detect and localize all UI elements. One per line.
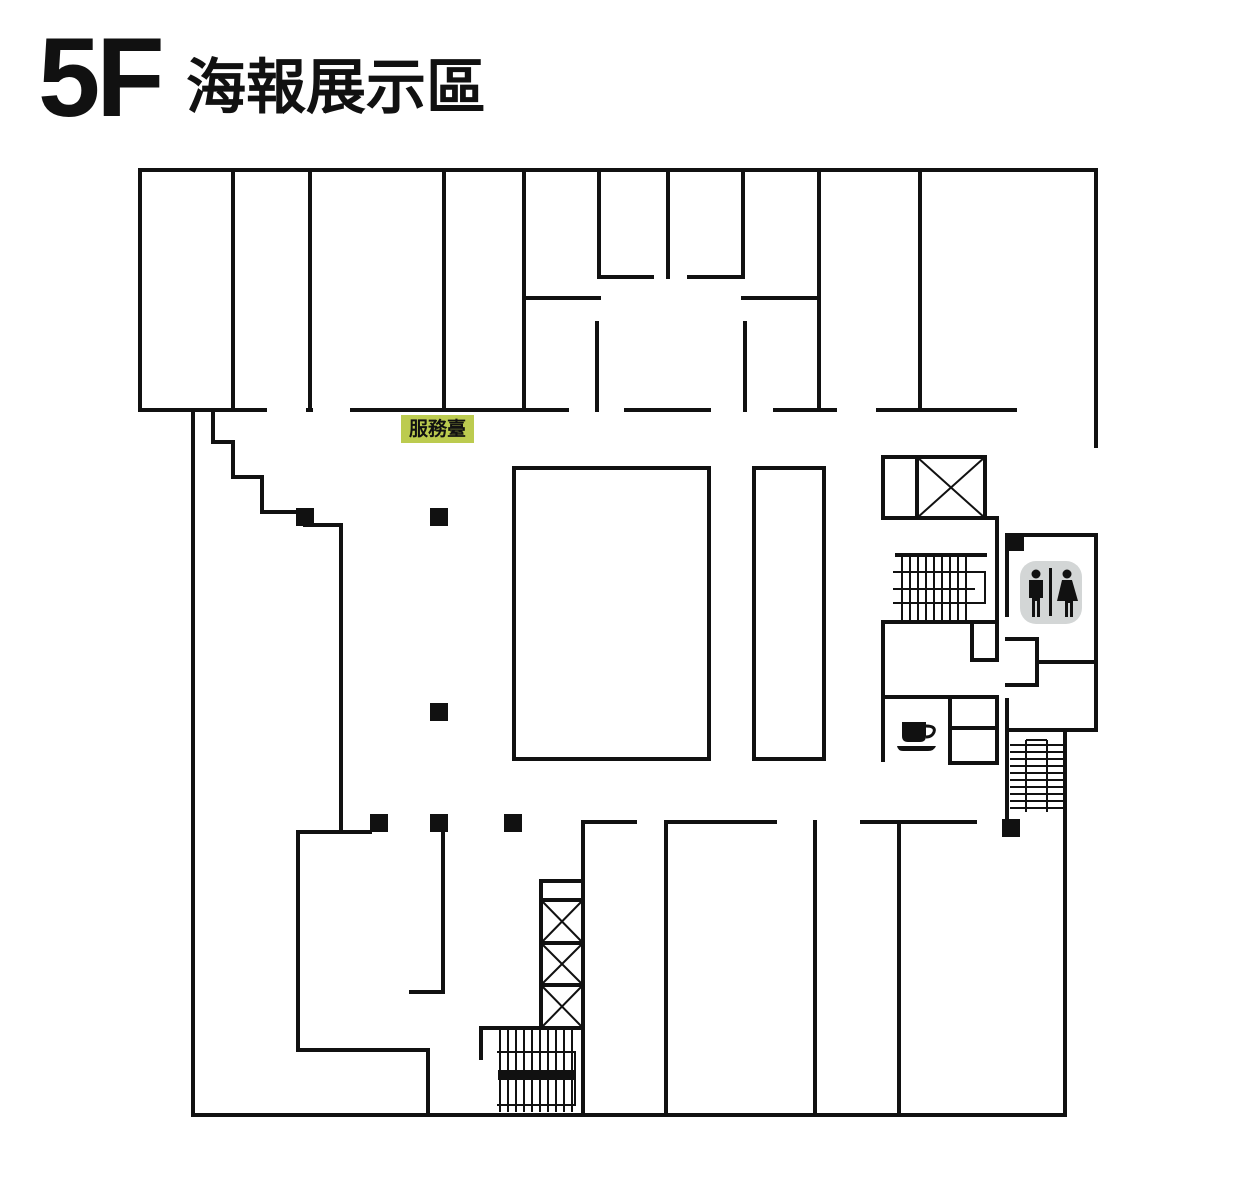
stairs-icon	[479, 553, 1065, 1112]
service-desk-label: 服務臺	[401, 415, 474, 443]
page-title: 海報展示區	[186, 53, 486, 123]
floor-number: 5F	[38, 15, 165, 140]
columns	[296, 508, 1024, 837]
restroom-icon	[1020, 561, 1082, 624]
cafe-icon	[897, 722, 936, 751]
elevator-icon	[539, 455, 987, 1030]
walls	[138, 168, 1098, 1117]
